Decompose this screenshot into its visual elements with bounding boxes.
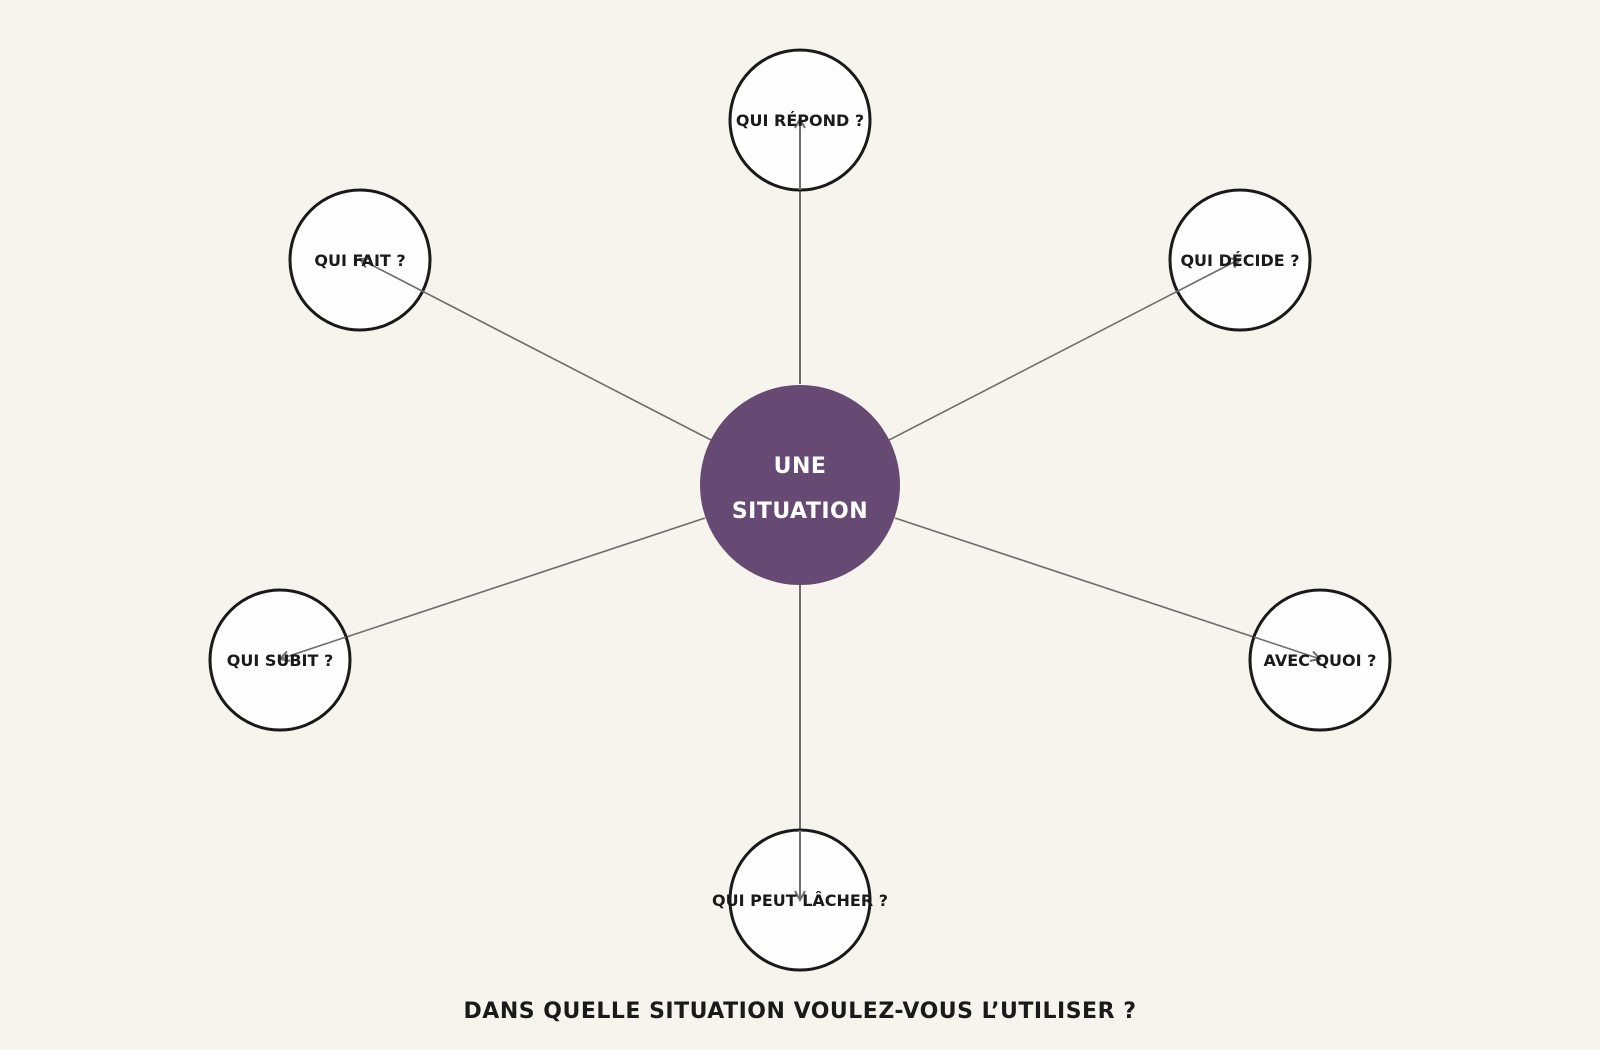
- center-node: UNE SITUATION: [700, 385, 900, 585]
- outer-node-labels: QUI RÉPOND ? QUI DÉCIDE ? AVEC QUOI ? QU…: [227, 111, 1377, 910]
- node-avec-quoi-label: AVEC QUOI ?: [1264, 651, 1377, 670]
- center-node-label-line2: SITUATION: [732, 499, 868, 524]
- footer-question: DANS QUELLE SITUATION VOULEZ-VOUS L’UTIL…: [464, 999, 1137, 1024]
- arrow-tips: [280, 119, 1320, 900]
- arrow-to-qui-subit: [280, 517, 706, 659]
- node-qui-decide-label: QUI DÉCIDE ?: [1180, 251, 1299, 270]
- node-qui-subit-label: QUI SUBIT ?: [227, 651, 334, 670]
- arrow-tip-avec-quoi: [1253, 636, 1320, 659]
- arrow-to-avec-quoi: [894, 517, 1320, 659]
- arrow-tip-qui-subit: [280, 636, 347, 659]
- node-qui-peut-lacher-label: QUI PEUT LÂCHER ?: [712, 891, 888, 910]
- arrow-tip-qui-decide: [1175, 259, 1240, 293]
- node-qui-fait-label: QUI FAIT ?: [314, 251, 405, 270]
- center-node-label-line1: UNE: [774, 454, 827, 479]
- center-node-circle: [700, 385, 900, 585]
- arrow-tip-qui-fait: [360, 259, 425, 293]
- node-qui-repond-label: QUI RÉPOND ?: [736, 111, 864, 130]
